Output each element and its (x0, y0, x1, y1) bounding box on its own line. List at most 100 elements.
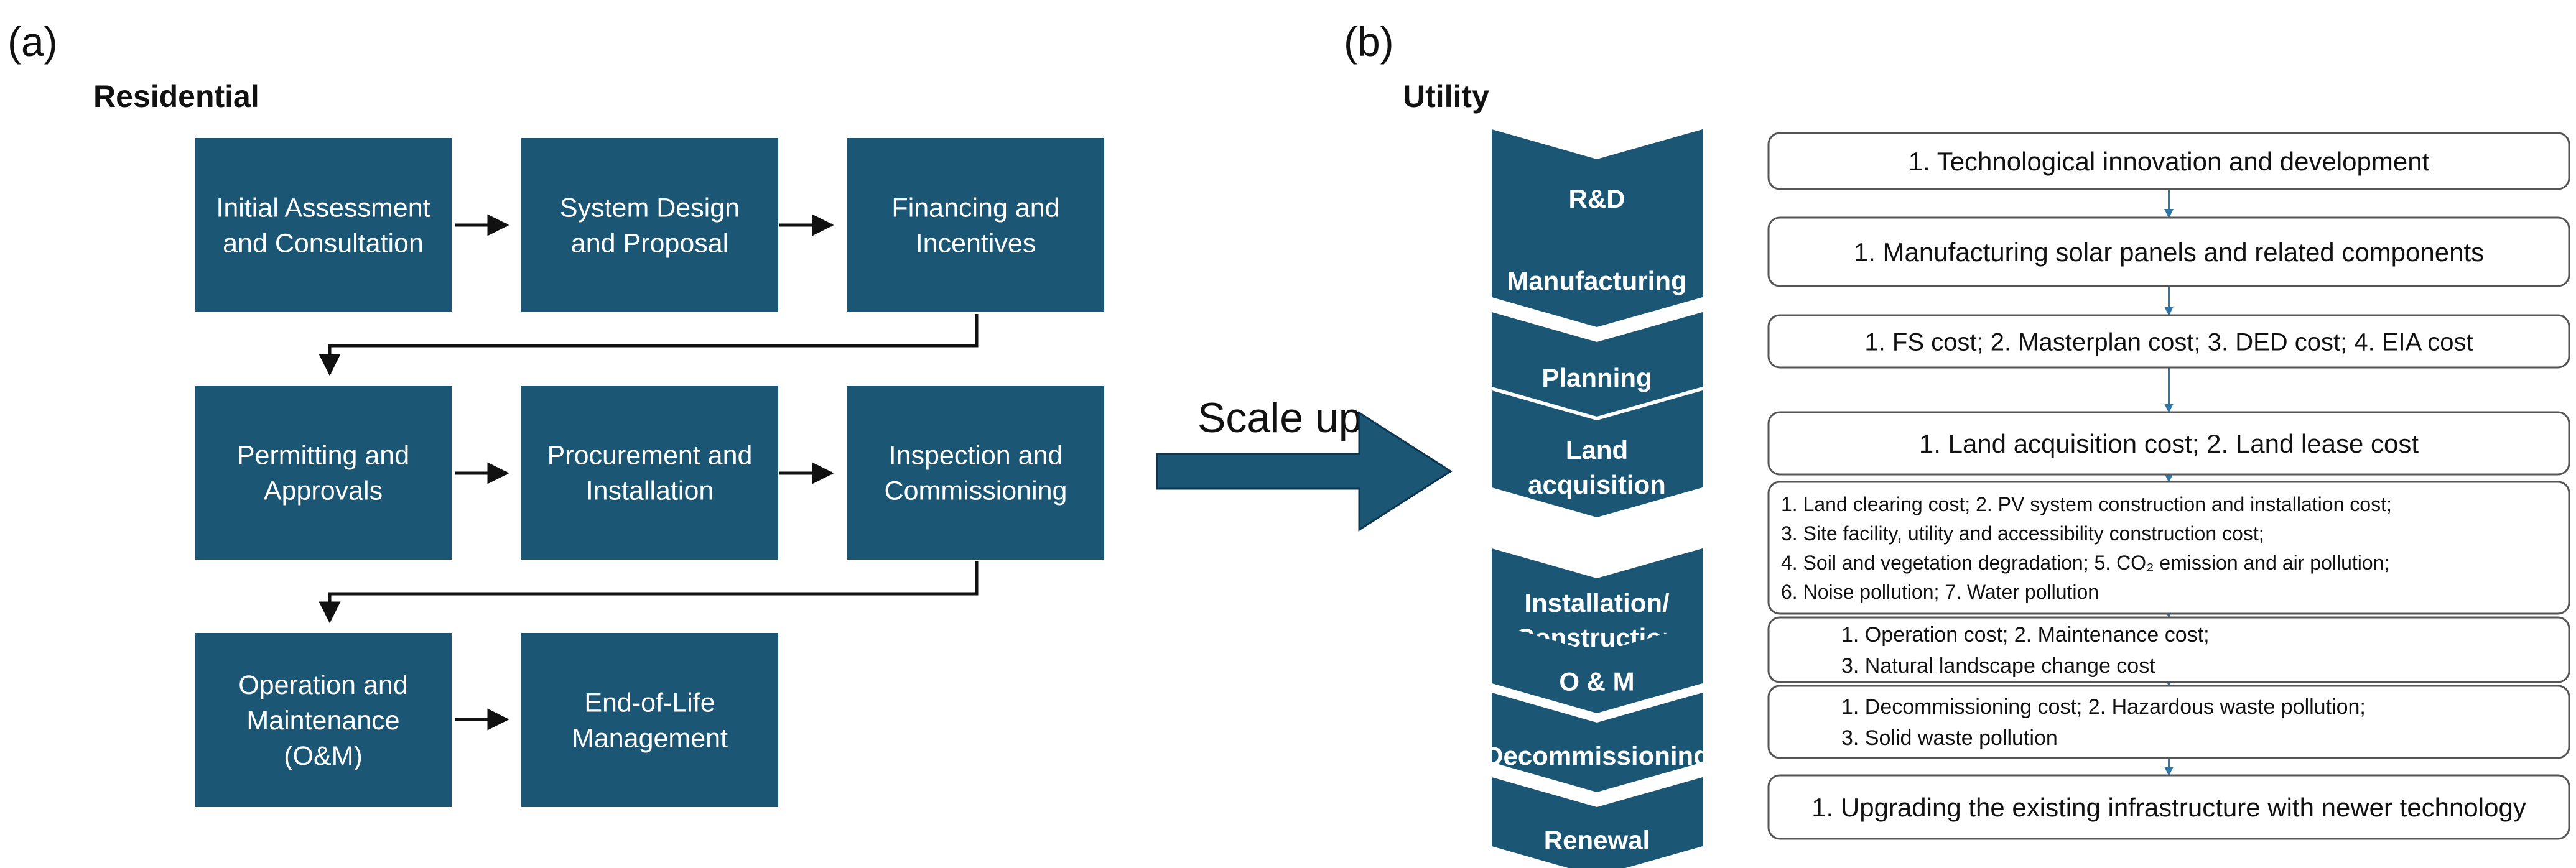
step-label: End-of-Life (584, 688, 715, 718)
cost-box-frame (1767, 216, 2570, 287)
stage-chevron-shape (1492, 777, 1703, 868)
cost-text: 3. Site facility, utility and accessibil… (1781, 522, 2264, 545)
scale-up-arrow-shape (1156, 411, 1453, 532)
stage-chevron: Planning (1492, 312, 1703, 417)
cost-box-frame (1767, 314, 2570, 369)
stage-chevron: O & M (1492, 623, 1703, 713)
stage-chevron-shape (1492, 129, 1703, 241)
stage-chevron: R&D (1492, 129, 1703, 241)
step-label: Incentives (916, 229, 1036, 259)
cost-text: 1. Upgrading the existing infrastructure… (1811, 793, 2526, 822)
residential-arrows (319, 214, 979, 731)
cost-box: 1. Manufacturing solar panels and relate… (1767, 216, 2570, 287)
step-label: Commissioning (885, 476, 1067, 506)
stage-label: O & M (1559, 667, 1634, 696)
stage-label: Installation/ (1524, 588, 1670, 617)
arrow-6-7 (319, 561, 979, 624)
stage-label: Manufacturing (1507, 266, 1686, 295)
cost-box-frame (1767, 411, 2570, 476)
cost-box-frame (1767, 685, 2570, 759)
step-label: and Consultation (223, 229, 424, 259)
stage-chevron: Land acquisition (1492, 390, 1703, 517)
cost-text: 1. Operation cost; 2. Maintenance cost; (1841, 623, 2210, 647)
panel-a: (a) Residential Initial Assessment and Co… (7, 19, 1104, 807)
cost-text: 1. Decommissioning cost; 2. Hazardous wa… (1841, 695, 2366, 719)
step-label: Maintenance (246, 706, 399, 736)
step-label: and Proposal (571, 229, 728, 259)
stage-label: Renewal (1544, 826, 1650, 855)
step-box-bg (847, 138, 1104, 312)
cost-box: 1. FS cost; 2. Masterplan cost; 3. DED c… (1767, 314, 2570, 369)
step-box-bg (521, 633, 778, 807)
arrow-3-4 (319, 314, 979, 376)
step-label: System Design (560, 193, 740, 223)
cost-text: 1. Technological innovation and developm… (1909, 147, 2430, 176)
step-box-bg (195, 138, 452, 312)
residential-steps: Initial Assessment and Consultation System… (195, 138, 1104, 807)
cost-boxes: 1. Technological innovation and developm… (1767, 132, 2570, 840)
step-box-bg (195, 633, 452, 807)
stage-chevron: Manufacturing (1492, 208, 1703, 327)
step-label: Installation (586, 476, 714, 506)
stage-label: Planning (1541, 363, 1652, 392)
cost-text: 3. Natural landscape change cost (1841, 654, 2155, 678)
step-label: Operation and (238, 670, 408, 700)
step-label: Permitting and (237, 441, 409, 471)
panel-b-label: (b) (1344, 19, 1394, 65)
panel-b-title: Utility (1403, 79, 1489, 114)
cost-box: 1. Land clearing cost; 2. PV system cons… (1767, 481, 2570, 615)
stage-label: R&D (1569, 184, 1625, 213)
panel-a-title: Residential (93, 79, 259, 114)
cost-box-frame (1767, 132, 2570, 190)
stage-chevron: Decommissioning (1484, 693, 1709, 792)
cost-box: 1. Decommissioning cost; 2. Hazardous wa… (1767, 685, 2570, 759)
step-box: Initial Assessment and Consultation (195, 138, 452, 312)
scale-up-arrow: Scale up (1156, 394, 1453, 532)
step-label: Approvals (264, 476, 383, 506)
cost-box-frame (1767, 616, 2570, 683)
step-label: Procurement and (547, 441, 753, 471)
stage-chevron: Renewal (1492, 777, 1703, 868)
cost-box-frame (1767, 481, 2570, 615)
cost-box: 1. Land acquisition cost; 2. Land lease … (1767, 411, 2570, 476)
cost-text: 1. Land acquisition cost; 2. Land lease … (1919, 429, 2419, 458)
stage-chevron-shape (1492, 623, 1703, 713)
stage-chevron-shape (1492, 390, 1703, 517)
step-box-bg (521, 386, 778, 560)
step-box-bg (521, 138, 778, 312)
cost-text: 6. Noise pollution; 7. Water pollution (1781, 581, 2099, 603)
cost-text: 3. Solid waste pollution (1841, 726, 2058, 750)
step-label: Financing and (891, 193, 1059, 223)
stage-chevron-shape (1492, 693, 1703, 792)
cost-text: 4. Soil and vegetation degradation; 5. C… (1781, 552, 2389, 574)
panel-a-label: (a) (7, 19, 58, 65)
stage-label: acquisition (1528, 470, 1666, 499)
step-box-bg (847, 386, 1104, 560)
step-box-bg (195, 386, 452, 560)
stage-chevron-shape (1492, 208, 1703, 327)
step-label: Initial Assessment (216, 193, 430, 223)
scale-up-label: Scale up (1197, 394, 1362, 441)
cost-text: 1. Land clearing cost; 2. PV system cons… (1781, 493, 2392, 515)
cost-box-frame (1767, 774, 2570, 840)
stage-chevron-shape (1492, 548, 1703, 665)
cost-text: 1. Manufacturing solar panels and relate… (1854, 238, 2484, 267)
cost-box: 1. Upgrading the existing infrastructure… (1767, 774, 2570, 840)
stage-label: Decommissioning (1484, 741, 1709, 770)
cost-box: 1. Technological innovation and developm… (1767, 132, 2570, 190)
step-label: (O&M) (284, 741, 363, 771)
cost-text: 1. FS cost; 2. Masterplan cost; 3. DED c… (1864, 328, 2473, 356)
step-box: System Design and Proposal (521, 138, 778, 312)
stage-label: Land (1566, 435, 1628, 464)
step-label: Management (572, 724, 728, 754)
stage-chevron-shape (1492, 312, 1703, 417)
panel-b: (b) Utility R&DManufacturingPlanningLand… (1344, 19, 2570, 868)
